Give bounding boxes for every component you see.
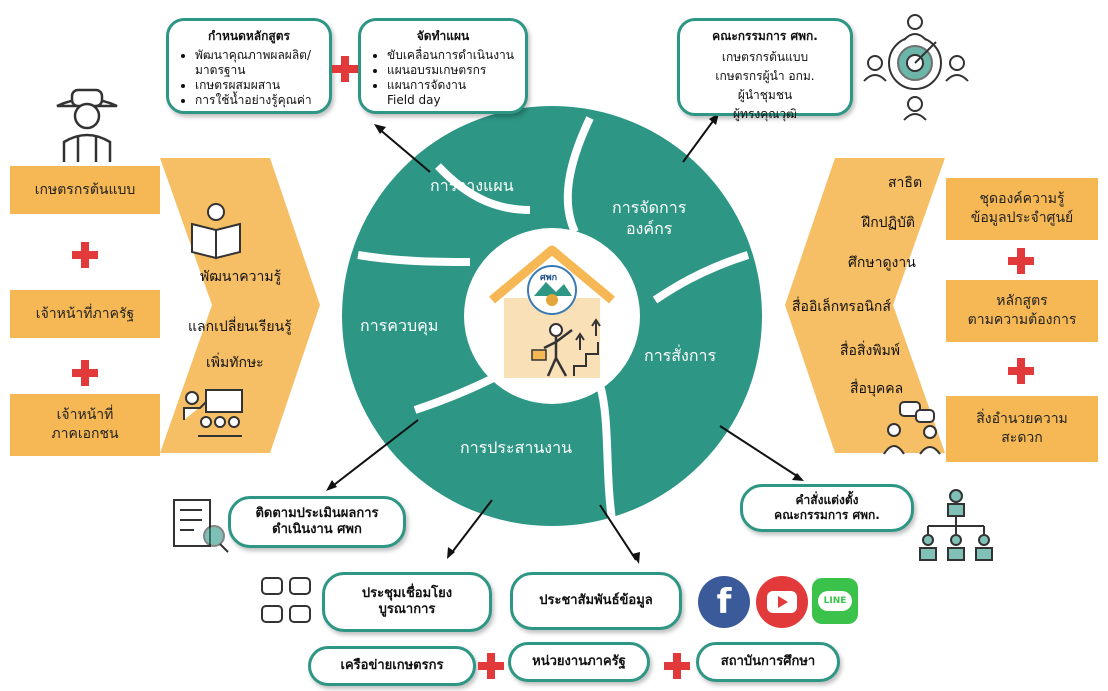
plus-icon [332,56,358,82]
monitor-evaluate-box: ติดตามประเมินผลการ ดำเนินงาน ศพก [228,496,406,548]
teamwork-hands-icon [261,577,311,623]
right-box-curriculum: หลักสูตร ตามความต้องการ [946,280,1098,342]
committee-line: ผู้นำชุมชน [737,88,793,102]
facilities-line2: สะดวก [1001,430,1043,446]
right-arrow-label: สื่อสิ่งพิมพ์ [840,343,901,359]
plan-box: จัดทำแผน ขับเคลื่อนการดำเนินงาน แผนอบรมเ… [358,18,528,114]
checklist-icon [173,499,229,553]
curriculum-item: เกษตรผสมผสาน [195,78,319,93]
curriculum-demand-line2: ตามความต้องการ [967,312,1077,328]
segment-directing-label: การสั่งการ [644,346,717,365]
private-officer-line1: เจ้าหน้าที่ [56,407,114,424]
public-relations-box: ประชาสัมพันธ์ข้อมูล [510,572,682,630]
left-arrow-label: เพิ่มทักษะ [206,355,264,371]
curriculum-box: กำหนดหลักสูตร พัฒนาคุณภาพผลผลิต/ มาตรฐาน… [166,18,332,114]
plus-icon [1008,358,1034,384]
meeting-line1: ประชุมเชื่อมโยง [361,585,453,601]
plan-item: แผนอบรมเกษตรกร [387,63,515,78]
knowledge-line1: ชุดองค์ความรู้ [979,191,1065,208]
monitor-line1: ติดตามประเมินผลการ [255,505,379,521]
left-box-private-officer: เจ้าหน้าที่ ภาคเอกชน [10,394,160,456]
plus-icon [72,242,98,268]
teacher-class-icon [183,389,243,437]
facilities-line1: สิ่งอำนวยความ [976,411,1068,428]
private-officer-line2: ภาคเอกชน [51,426,119,442]
meeting-line2: บูรณาการ [378,602,436,617]
plus-icon [1008,248,1034,274]
knowledge-line2: ข้อมูลประจำศูนย์ [970,210,1074,226]
segment-coordinating-label: การประสานงาน [460,438,573,457]
committee-box: คณะกรรมการ ศพก. เกษตรกรต้นแบบ เกษตรกรผู้… [677,18,853,121]
right-box-knowledge: ชุดองค์ความรู้ ข้อมูลประจำศูนย์ [946,178,1098,240]
segment-organizing-label: การจัดการ องค์กร [612,198,686,240]
left-arrow-label: แลกเปลี่ยนเรียนรู้ [188,319,292,335]
right-arrow-label: ฝึกปฏิบัติ [862,215,915,231]
right-arrow-label: สื่อบุคคล [850,381,904,397]
target-people-icon [863,14,969,121]
curriculum-demand-line1: หลักสูตร [996,293,1048,310]
plan-item: Field day [387,93,441,107]
plan-item: แผนการจัดงาน [387,78,515,93]
left-box-model-farmer: เกษตรกรต้นแบบ [10,166,160,214]
line-icon[interactable]: LINE [812,578,858,624]
segment-planning-label: การวางแผน [430,176,514,195]
youtube-icon[interactable] [756,576,808,628]
committee-line: เกษตรกรต้นแบบ [721,50,809,64]
left-box-gov-officer: เจ้าหน้าที่ภาครัฐ [10,290,160,338]
plan-item: ขับเคลื่อนการดำเนินงาน [387,48,515,63]
facebook-icon[interactable]: f [698,576,750,628]
plan-header: จัดทำแผน [416,29,470,43]
line-logo-text: LINE [817,591,853,611]
order-line1: คำสั่งแต่งตั้ง [795,493,859,507]
curriculum-item: มาตรฐาน [195,63,246,77]
youtube-play-frame [767,591,797,613]
curriculum-item: การใช้น้ำอย่างรู้คุณค่า [195,93,319,108]
farmer-network-box: เครือข่ายเกษตรกร [308,646,476,686]
farmer-icon [56,88,118,162]
curriculum-header: กำหนดหลักสูตร [207,29,290,43]
order-line2: คณะกรรมการ ศพก. [774,508,880,522]
segment-organizing-line1: การจัดการ [612,198,687,217]
youtube-play-triangle [778,596,788,608]
institute-box: สถาบันการศึกษา [696,642,840,682]
order-appoint-box: คำสั่งแต่งตั้ง คณะกรรมการ ศพก. [740,484,914,532]
curriculum-item: พัฒนาคุณภาพผลผลิต/ [195,48,319,63]
segment-organizing-line2: องค์กร [625,218,673,238]
right-box-facilities: สิ่งอำนวยความ สะดวก [946,396,1098,462]
gov-unit-box: หน่วยงานภาครัฐ [508,642,650,682]
discussion-icon [883,401,941,455]
segment-controlling-label: การควบคุม [360,316,439,335]
committee-line: เกษตรกรผู้นำ อกม. [715,69,815,83]
committee-line: ผู้ทรงคุณวุฒิ [733,107,797,121]
left-arrow-label: พัฒนาความรู้ [200,269,282,285]
plus-icon [664,653,690,679]
plus-icon [72,360,98,386]
committee-header: คณะกรรมการ ศพก. [712,29,818,43]
monitor-line2: ดำเนินงาน ศพก [272,522,362,537]
book-idea-icon [191,203,241,260]
right-arrow-label: สาธิต [888,175,923,191]
plus-icon [478,653,504,679]
integration-meeting-box: ประชุมเชื่อมโยง บูรณาการ [322,572,492,632]
org-chart-icon [919,489,993,561]
right-arrow-label: สื่ออิเล็กทรอนิกส์ [792,299,891,315]
right-arrow-label: ศึกษาดูงาน [848,255,916,271]
center-logo-text: ศพก [540,273,558,283]
